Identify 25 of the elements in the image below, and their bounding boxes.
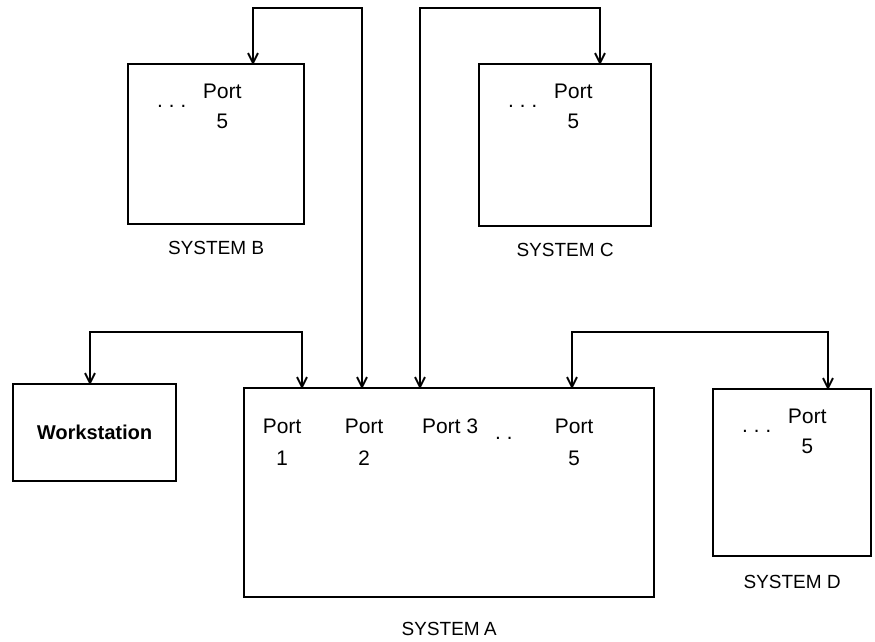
- port-label: Port 5: [552, 79, 594, 135]
- port-label: Port 3: [422, 414, 478, 440]
- connector-arrow: [247, 7, 368, 388]
- workstation-box: [12, 383, 177, 482]
- connector-arrow: [84, 331, 308, 388]
- system-name: SYSTEM A: [401, 618, 497, 642]
- port-label: Port 1: [262, 414, 302, 472]
- system-box: [243, 387, 655, 598]
- ellipsis-text: . . .: [157, 88, 186, 114]
- system-name: SYSTEM B: [168, 237, 264, 261]
- ellipsis-text: . . .: [508, 88, 538, 114]
- system-name: SYSTEM C: [516, 239, 614, 263]
- ellipsis-text: . .: [495, 420, 513, 446]
- node-label: Workstation: [36, 420, 152, 446]
- ellipsis-text: . . .: [742, 413, 772, 439]
- system-box: [127, 63, 305, 225]
- system-box: [712, 388, 872, 557]
- port-label: Port 2: [344, 414, 384, 472]
- port-label: Port 5: [554, 414, 594, 472]
- port-label: Port 5: [786, 404, 828, 460]
- system-name: SYSTEM D: [743, 571, 841, 595]
- system-box: [478, 63, 652, 227]
- port-label: Port 5: [202, 79, 242, 135]
- connector-arrow: [566, 331, 834, 389]
- connector-arrow: [414, 7, 606, 388]
